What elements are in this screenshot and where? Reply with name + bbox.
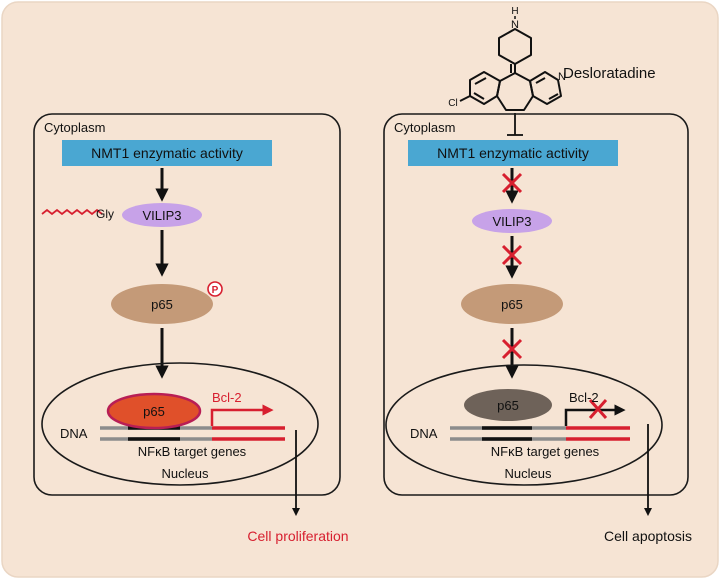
desloratadine-atom-h: H	[511, 6, 518, 17]
left-nucleus	[41, 362, 319, 486]
right-cytoplasm-box	[383, 113, 689, 496]
right-vilip3-node	[472, 209, 552, 233]
left-target-genes-label: NFκB target genes	[138, 444, 247, 459]
desloratadine-atom-n-ring: N	[558, 71, 566, 83]
left-p65-label: p65	[151, 297, 173, 312]
left-nucleus-label: Nucleus	[162, 466, 209, 481]
desloratadine-structure	[459, 28, 562, 111]
right-block-cross-3	[501, 338, 523, 360]
right-bcl2-label: Bcl-2	[569, 390, 599, 405]
right-vilip3-label: VILIP3	[492, 214, 531, 229]
left-nmt1-activity-label: NMT1 enzymatic activity	[91, 145, 243, 161]
right-nmt1-activity-label: NMT1 enzymatic activity	[437, 145, 589, 161]
desloratadine-atom-cl: Cl	[448, 98, 457, 109]
right-dna-strands	[450, 426, 630, 441]
left-cytoplasm-label: Cytoplasm	[44, 120, 105, 135]
right-nucleus	[385, 364, 663, 486]
left-cytoplasm-box	[33, 113, 341, 496]
right-p65-node	[461, 284, 563, 324]
left-p65-node	[111, 284, 213, 324]
desloratadine-atom-n-top: N	[511, 19, 519, 31]
right-dna-label: DNA	[410, 426, 438, 441]
phospho-label: P	[212, 285, 219, 296]
right-block-cross-bcl2	[588, 399, 608, 419]
right-nucleus-label: Nucleus	[505, 466, 552, 481]
right-nuclear-p65-label: p65	[497, 398, 519, 413]
right-cytoplasm-label: Cytoplasm	[394, 120, 455, 135]
cell-apoptosis-label: Cell apoptosis	[604, 528, 692, 544]
right-transcription-arrow	[564, 404, 626, 426]
left-dna-label: DNA	[60, 426, 88, 441]
right-p65-label: p65	[501, 297, 523, 312]
left-transcription-arrow	[210, 404, 274, 426]
left-bcl2-label: Bcl-2	[212, 390, 242, 405]
right-nuclear-p65-node	[464, 389, 552, 421]
left-vilip3-node	[122, 203, 202, 227]
left-nuclear-p65-label: p65	[143, 404, 165, 419]
myristoyl-chain	[41, 208, 103, 216]
phospho-badge	[207, 281, 223, 297]
left-nmt1-activity-box	[62, 140, 272, 166]
desloratadine-label: Desloratadine	[563, 65, 656, 82]
right-nmt1-activity-box	[408, 140, 618, 166]
right-target-genes-label: NFκB target genes	[491, 444, 600, 459]
left-nuclear-p65-node	[106, 392, 202, 430]
left-vilip3-label: VILIP3	[142, 208, 181, 223]
left-gly-label: Gly	[96, 207, 114, 221]
right-block-cross-1	[501, 172, 523, 194]
cell-proliferation-label: Cell proliferation	[247, 528, 348, 544]
right-block-cross-2	[501, 244, 523, 266]
pyridine-ring	[529, 71, 562, 105]
